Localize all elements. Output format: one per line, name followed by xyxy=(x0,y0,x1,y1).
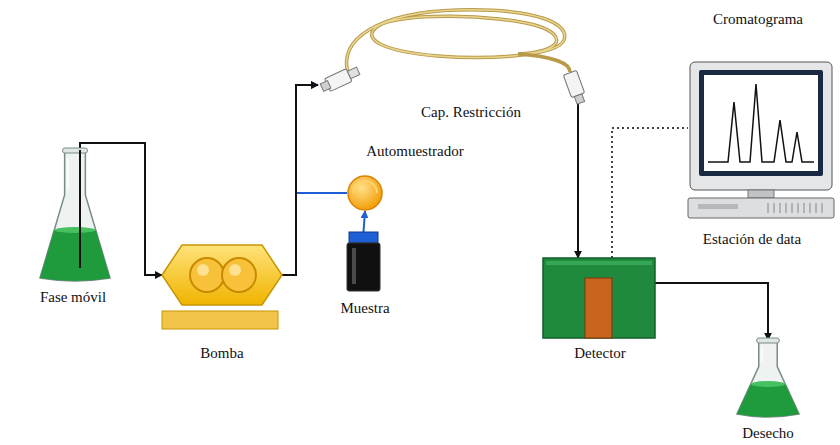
component-label: Bomba xyxy=(198,344,245,362)
component-label: Cromatograma xyxy=(711,10,805,28)
flow-line xyxy=(282,85,318,275)
detector-box-shape xyxy=(543,258,655,338)
flow-line xyxy=(655,283,768,340)
mobile-phase-flask-shape xyxy=(38,150,112,282)
data-station-computer: CromatogramaEstación de data xyxy=(688,62,834,218)
component-label: Fase móvil xyxy=(38,288,108,306)
restriction-capillary: Cap. Restricción xyxy=(318,0,580,100)
flow-line xyxy=(577,100,579,258)
waste-flask-shape xyxy=(735,340,801,418)
mobile-phase-flask: Fase móvil xyxy=(38,150,112,282)
component-label: Detector xyxy=(572,344,628,362)
component-label: Automuestrador xyxy=(364,142,465,160)
waste-flask: Desecho xyxy=(735,340,801,418)
component-label: Muestra xyxy=(338,299,391,317)
flow-line xyxy=(296,85,347,193)
component-label: Cap. Restricción xyxy=(419,103,523,121)
component-label: Desecho xyxy=(740,424,796,442)
autosampler-valve-shape xyxy=(347,175,383,211)
autosampler-valve: Automuestrador xyxy=(347,175,383,211)
detector-box: Detector xyxy=(543,258,655,338)
signal-line xyxy=(612,128,688,258)
flow-line xyxy=(364,211,366,232)
pump-body-shape xyxy=(162,244,282,332)
pump-body: Bomba xyxy=(162,244,282,332)
sample-vial-shape xyxy=(345,232,382,292)
restriction-capillary-shape xyxy=(318,0,580,100)
data-station-computer-shape xyxy=(688,62,834,218)
component-label: Estación de data xyxy=(701,230,803,248)
sample-vial: Muestra xyxy=(345,232,382,292)
